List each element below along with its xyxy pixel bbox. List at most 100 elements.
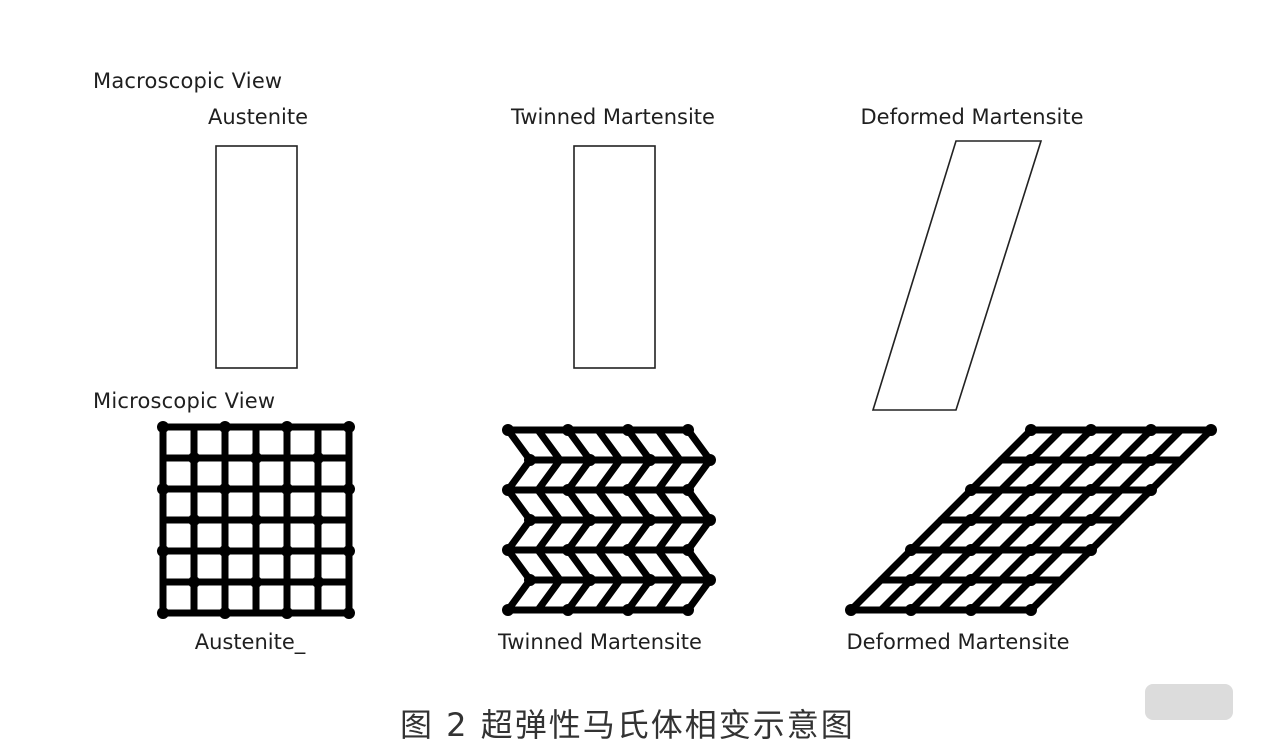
lattice-atom [157, 607, 169, 619]
watermark-smudge [1145, 684, 1233, 720]
twin-atom [562, 424, 574, 436]
twin-atom [682, 544, 694, 556]
deformed-atom [965, 574, 977, 586]
deformed-atom [965, 484, 977, 496]
deformed-atom [905, 544, 917, 556]
twin-atom [644, 514, 656, 526]
lattice-atom [312, 452, 324, 464]
deformed-atom [1085, 424, 1097, 436]
twin-zigzag-line [534, 426, 564, 614]
lattice-atom [281, 545, 293, 557]
twin-zigzag-line [654, 426, 684, 614]
deformed-atom [1145, 484, 1157, 496]
deformed-martensite-macro-parallelogram [871, 140, 1043, 411]
twin-atom [502, 544, 514, 556]
deformed-atom [905, 574, 917, 586]
deformed-atom [1025, 424, 1037, 436]
twin-atom [562, 544, 574, 556]
twin-atom [622, 544, 634, 556]
twin-zigzag-line [594, 426, 624, 614]
twin-atom [524, 454, 536, 466]
lattice-atom [312, 576, 324, 588]
lattice-atom [188, 514, 200, 526]
deformed-atom [1025, 574, 1037, 586]
austenite-macro-rectangle [215, 145, 298, 369]
lattice-atom [281, 607, 293, 619]
lattice-atom [343, 545, 355, 557]
deformed-atom [1085, 454, 1097, 466]
lattice-atom [250, 514, 262, 526]
twin-atom [562, 484, 574, 496]
deformed-atom [845, 604, 857, 616]
figure-caption: 图 2 超弹性马氏体相变示意图 [400, 706, 855, 744]
twin-atom [584, 454, 596, 466]
twin-atom [502, 484, 514, 496]
lattice-atom [343, 421, 355, 433]
twin-atom [704, 454, 716, 466]
twin-atom [622, 484, 634, 496]
twin-atom [562, 604, 574, 616]
lattice-atom [281, 483, 293, 495]
twin-atom [704, 574, 716, 586]
twin-atom [584, 574, 596, 586]
lattice-atom [188, 576, 200, 588]
deformed-slant-line [907, 426, 1095, 614]
deformed-atom [965, 544, 977, 556]
lattice-atom [157, 545, 169, 557]
deformed-atom [1085, 484, 1097, 496]
twinned-martensite-lattice [502, 424, 716, 616]
twin-atom [644, 454, 656, 466]
lattice-atom [250, 452, 262, 464]
deformed-atom [1205, 424, 1217, 436]
macroscopic-view-label: Macroscopic View [93, 69, 282, 93]
macro-deformed-martensite-label: Deformed Martensite [861, 105, 1084, 129]
twin-atom [502, 424, 514, 436]
microscopic-view-label: Microscopic View [93, 389, 275, 413]
twinned-martensite-macro-rectangle [573, 145, 656, 369]
lattice-atom [157, 483, 169, 495]
twin-atom [524, 574, 536, 586]
austenite-square-lattice [157, 421, 355, 619]
twin-atom [622, 424, 634, 436]
lattice-atom [312, 514, 324, 526]
lattice-atom [281, 421, 293, 433]
micro-twinned-martensite-label: Twinned Martensite [497, 630, 702, 654]
lattice-atom [343, 483, 355, 495]
twin-atom [584, 514, 596, 526]
deformed-atom [1025, 484, 1037, 496]
lattice-atom [219, 607, 231, 619]
lattice-atom [219, 483, 231, 495]
twin-atom [682, 424, 694, 436]
lattice-atom [157, 421, 169, 433]
deformed-atom [1025, 514, 1037, 526]
deformed-atom [1085, 514, 1097, 526]
deformed-atom [1145, 454, 1157, 466]
deformed-atom [1085, 544, 1097, 556]
lattice-atom [219, 421, 231, 433]
deformed-slant-line [1027, 426, 1215, 614]
macro-austenite-label: Austenite [208, 105, 308, 129]
deformed-atom [905, 604, 917, 616]
macro-twinned-martensite-label: Twinned Martensite [510, 105, 715, 129]
deformed-atom [1145, 424, 1157, 436]
deformed-atom [1025, 454, 1037, 466]
deformed-atom [1025, 544, 1037, 556]
deformed-atom [1025, 604, 1037, 616]
lattice-atom [250, 576, 262, 588]
twin-atom [682, 484, 694, 496]
twin-atom [682, 604, 694, 616]
twin-atom [704, 514, 716, 526]
deformed-martensite-lattice [845, 424, 1217, 616]
deformed-atom [965, 604, 977, 616]
lattice-atom [188, 452, 200, 464]
twin-atom [644, 574, 656, 586]
micro-deformed-martensite-label: Deformed Martensite [847, 630, 1070, 654]
deformed-slant-line [967, 426, 1155, 614]
lattice-atom [343, 607, 355, 619]
twin-atom [622, 604, 634, 616]
twin-atom [502, 604, 514, 616]
micro-austenite-label: Austenite_ [195, 630, 306, 655]
lattice-atom [219, 545, 231, 557]
twin-atom [524, 514, 536, 526]
